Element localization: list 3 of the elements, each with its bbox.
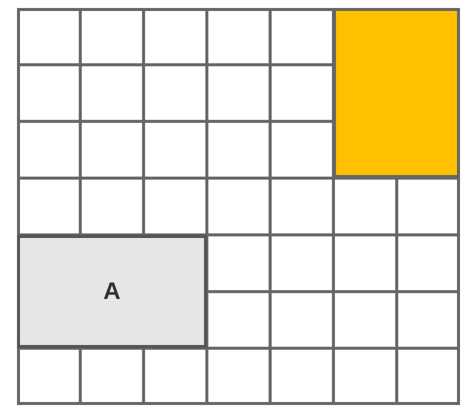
block-label: A bbox=[103, 278, 121, 306]
labeled-block bbox=[17, 234, 207, 348]
filled-block bbox=[333, 8, 460, 178]
